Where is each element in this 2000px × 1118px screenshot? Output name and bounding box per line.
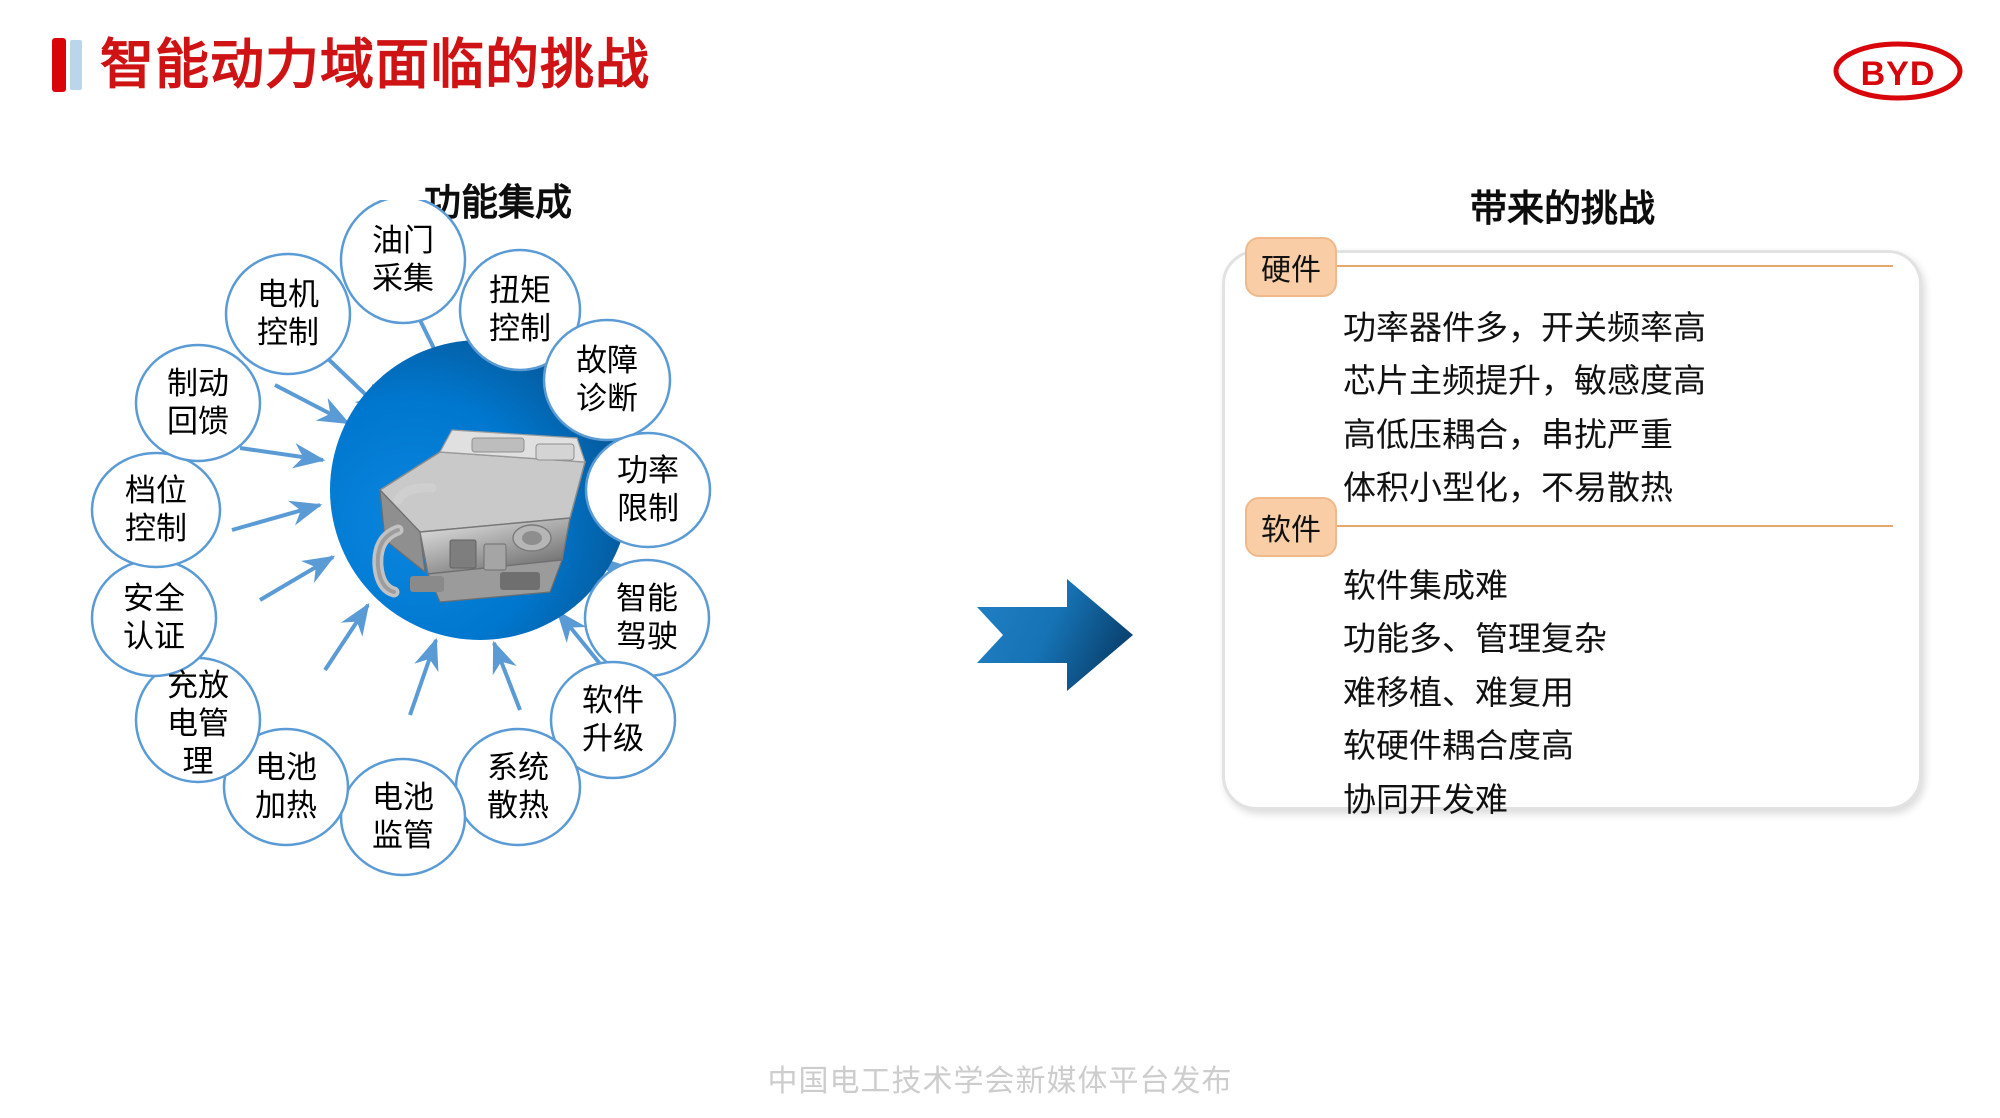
node-motor-control[interactable] xyxy=(224,252,352,376)
svg-text:诊断: 诊断 xyxy=(576,381,638,416)
svg-text:加热: 加热 xyxy=(255,788,317,823)
right-chevron-arrow xyxy=(977,579,1133,691)
node-brake-regeneration[interactable] xyxy=(134,343,262,463)
slide-header: 智能动力域面临的挑战 xyxy=(52,38,650,92)
list-item: 功能多、管理复杂 xyxy=(1343,620,1607,658)
software-challenge-list: 软件集成难 功能多、管理复杂 难移植、难复用 软硬件耦合度高 协同开发难 xyxy=(1343,559,1607,826)
node-torque-control[interactable] xyxy=(458,248,582,372)
list-item: 难移植、难复用 xyxy=(1343,673,1574,711)
svg-text:回馈: 回馈 xyxy=(167,404,229,439)
list-item: 功率器件多，开关频率高 xyxy=(1343,309,1706,346)
central-hub xyxy=(330,340,630,640)
svg-text:电池: 电池 xyxy=(255,750,317,785)
svg-text:油门: 油门 xyxy=(372,223,434,258)
svg-text:档位: 档位 xyxy=(125,473,187,508)
challenges-panel: 硬件 功率器件多，开关频率高 芯片主频提升，敏感度高 高低压耦合，串扰严重 体积… xyxy=(1222,237,1922,818)
svg-text:认证: 认证 xyxy=(123,619,185,654)
node-safety-certification[interactable] xyxy=(90,558,218,678)
svg-text:升级: 升级 xyxy=(582,721,644,756)
function-node-labels: 电机 控制 油门 采集 扭矩 控制 故障 诊断 功率 限制 智能 驾驶 软件 升… xyxy=(123,223,679,853)
title-accent-bar-blue xyxy=(70,40,82,90)
svg-text:监管: 监管 xyxy=(372,818,434,853)
svg-text:安全: 安全 xyxy=(123,581,185,616)
svg-text:采集: 采集 xyxy=(372,261,434,296)
svg-text:智能: 智能 xyxy=(616,581,678,616)
node-system-cooling[interactable] xyxy=(454,727,582,847)
node-fault-diagnosis[interactable] xyxy=(542,318,672,442)
svg-text:限制: 限制 xyxy=(617,491,679,526)
page-title: 智能动力域面临的挑战 xyxy=(100,35,650,95)
hardware-challenge-list: 功率器件多，开关频率高 芯片主频提升，敏感度高 高低压耦合，串扰严重 体积小型化… xyxy=(1343,301,1706,515)
hardware-tag: 硬件 xyxy=(1245,237,1337,297)
node-power-limit[interactable] xyxy=(584,431,712,549)
right-column-heading: 带来的挑战 xyxy=(1470,188,1655,229)
list-item: 软件集成难 xyxy=(1343,567,1508,604)
byd-logo: BYD xyxy=(1833,41,1963,101)
footer-watermark: 中国电工技术学会新媒体平台发布 xyxy=(767,1065,1233,1098)
svg-text:充放: 充放 xyxy=(167,668,229,703)
svg-text:控制: 控制 xyxy=(125,511,187,546)
list-item: 协同开发难 xyxy=(1343,780,1508,818)
list-item: 体积小型化，不易散热 xyxy=(1343,469,1673,507)
svg-text:软件: 软件 xyxy=(582,683,644,718)
svg-text:故障: 故障 xyxy=(576,343,638,378)
svg-text:控制: 控制 xyxy=(257,315,319,350)
node-throttle-acquisition[interactable] xyxy=(339,200,467,325)
software-section-divider xyxy=(1321,525,1893,527)
function-integration-diagram: 电机 控制 油门 采集 扭矩 控制 故障 诊断 功率 限制 智能 驾驶 软件 升… xyxy=(80,200,960,1050)
list-item: 芯片主频提升，敏感度高 xyxy=(1343,362,1706,400)
function-node-group xyxy=(90,200,712,877)
node-gear-control[interactable] xyxy=(90,451,222,569)
node-battery-heating[interactable] xyxy=(222,727,350,847)
node-intelligent-driving[interactable] xyxy=(583,558,711,678)
node-software-upgrade[interactable] xyxy=(549,660,677,780)
svg-text:电机: 电机 xyxy=(257,277,319,312)
svg-text:控制: 控制 xyxy=(489,311,551,346)
svg-text:散热: 散热 xyxy=(487,788,549,823)
list-item: 高低压耦合，串扰严重 xyxy=(1343,415,1673,453)
svg-text:电管: 电管 xyxy=(167,706,229,741)
list-item: 软硬件耦合度高 xyxy=(1343,727,1574,765)
svg-text:制动: 制动 xyxy=(167,366,229,401)
node-battery-supervision[interactable] xyxy=(339,757,467,877)
svg-text:功率: 功率 xyxy=(617,453,679,488)
svg-text:驾驶: 驾驶 xyxy=(616,619,678,654)
title-accent-bar-red xyxy=(52,38,66,92)
svg-text:理: 理 xyxy=(183,744,214,779)
svg-text:扭矩: 扭矩 xyxy=(489,273,551,308)
byd-logo-text: BYD xyxy=(1861,55,1936,93)
software-tag: 软件 xyxy=(1245,497,1337,557)
hardware-section-divider xyxy=(1321,265,1893,267)
svg-text:系统: 系统 xyxy=(487,750,549,785)
svg-text:电池: 电池 xyxy=(372,780,434,815)
powertrain-assembly-image xyxy=(372,429,586,603)
